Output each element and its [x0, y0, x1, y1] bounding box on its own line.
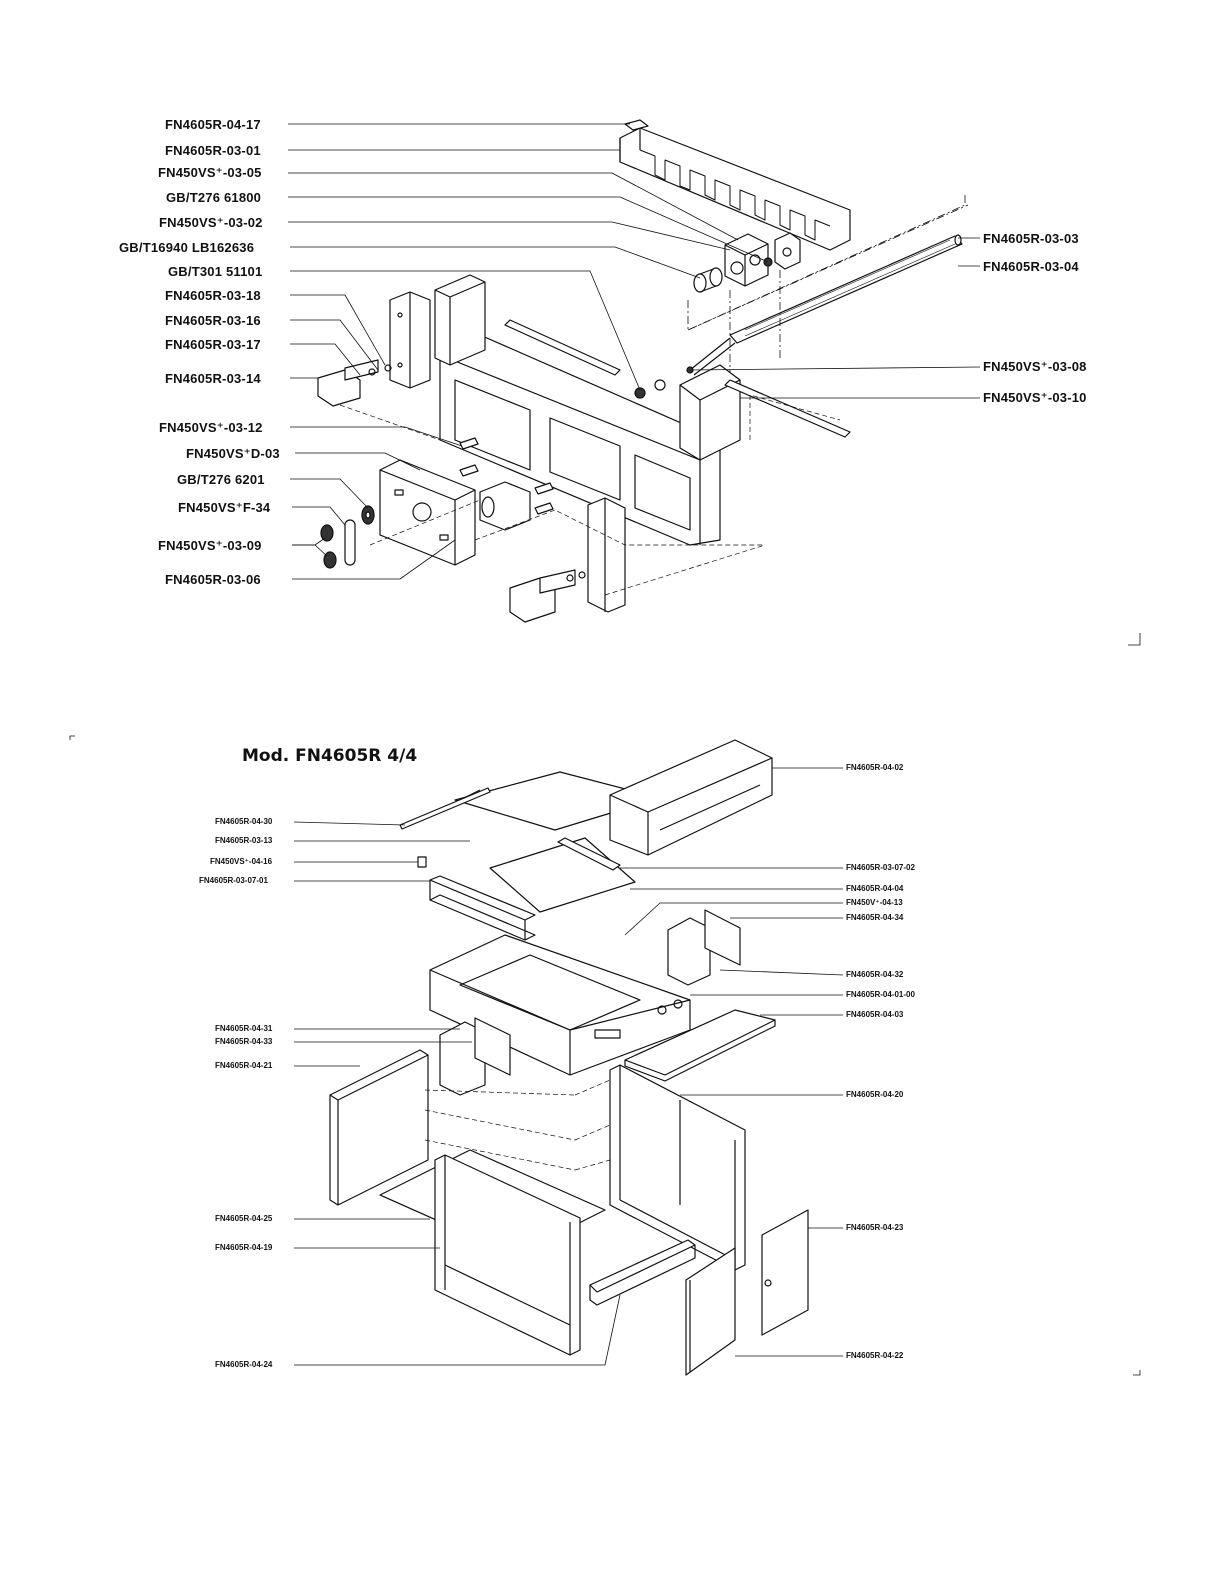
- part-label: FN4605R-03-04: [983, 259, 1079, 274]
- guide-rail-top: [504, 319, 851, 438]
- part-label: FN4605R-03-13: [215, 836, 273, 845]
- bracket-31: [439, 1017, 511, 1096]
- part-label: FN4605R-04-22: [846, 1351, 904, 1360]
- part-label: FN450V⁺-04-13: [846, 898, 903, 907]
- top-panel: [399, 771, 661, 831]
- carrier-frame: [434, 274, 741, 546]
- part-label: GB/T301 51101: [168, 264, 263, 279]
- part-label: FN4605R-04-19: [215, 1243, 273, 1252]
- pins: [459, 437, 554, 515]
- end-plate-right: [587, 497, 626, 613]
- part-label: FN4605R-04-31: [215, 1024, 273, 1033]
- clamp-bracket-bottom: [509, 569, 586, 623]
- comb-rail: [619, 119, 851, 251]
- part-label: FN4605R-04-33: [215, 1037, 273, 1046]
- cross-beam: [589, 1239, 696, 1306]
- part-label: FN450VS⁺F-34: [178, 500, 271, 515]
- part-label: FN450VS⁺-03-10: [983, 390, 1087, 405]
- clamp-bracket-top: [317, 359, 392, 407]
- part-label: GB/T276 61800: [166, 190, 262, 205]
- part-label: FN4605R-04-21: [215, 1061, 273, 1070]
- part-label: FN4605R-04-32: [846, 970, 904, 979]
- part-label: FN4605R-03-07-01: [199, 876, 268, 885]
- part-label: GB/T276 6201: [177, 472, 265, 487]
- left-frame: [329, 1049, 429, 1206]
- part-label: FN450VS⁺-03-08: [983, 359, 1087, 374]
- part-label: FN450VS⁺D-03: [186, 446, 280, 461]
- side-shelf: [624, 1009, 776, 1082]
- door-22: [685, 1247, 736, 1376]
- pulleys: [320, 524, 337, 569]
- bracket-34: [667, 909, 741, 986]
- coupling: [693, 267, 723, 293]
- motor: [479, 481, 531, 531]
- part-label: FN4605R-04-17: [165, 117, 261, 132]
- part-label: FN450VS⁺-03-09: [158, 538, 262, 553]
- part-label: FN450VS⁺-03-02: [159, 215, 263, 230]
- middle-plate: [489, 837, 636, 913]
- bearing-block: [724, 232, 801, 287]
- motor-plate: [379, 459, 476, 566]
- part-label: FN4605R-04-01-00: [846, 990, 915, 999]
- part-label: FN4605R-04-04: [846, 884, 904, 893]
- part-label: FN4605R-03-01: [165, 143, 261, 158]
- part-label: FN4605R-03-14: [165, 371, 261, 386]
- door-23: [761, 1209, 809, 1336]
- part-label: FN4605R-03-06: [165, 572, 261, 587]
- part-label: FN4605R-04-25: [215, 1214, 273, 1223]
- lead-screw: [689, 234, 963, 376]
- top-cover: [609, 739, 773, 856]
- part-label: FN4605R-04-24: [215, 1360, 273, 1369]
- front-frame: [434, 1154, 581, 1356]
- part-label: FN4605R-04-23: [846, 1223, 904, 1232]
- part-label: FN4605R-04-30: [215, 817, 273, 826]
- part-label: FN450VS⁺-04-16: [210, 857, 273, 866]
- part-label: FN4605R-04-20: [846, 1090, 904, 1099]
- part-label: FN4605R-04-34: [846, 913, 904, 922]
- part-label: FN450VS⁺-03-12: [159, 420, 263, 435]
- part-label: FN450VS⁺-03-05: [158, 165, 262, 180]
- sheet-title: Mod. FN4605R 4/4: [242, 746, 418, 766]
- belt: [344, 519, 356, 566]
- bearing-6201: [361, 505, 375, 525]
- part-label: FN4605R-03-18: [165, 288, 261, 303]
- part-label: FN4605R-03-17: [165, 337, 261, 352]
- part-label: FN4605R-03-16: [165, 313, 261, 328]
- part-label: FN4605R-04-03: [846, 1010, 904, 1019]
- part-label: GB/T16940 LB162636: [119, 240, 255, 255]
- side-rail: [417, 856, 536, 941]
- right-frame: [609, 1064, 746, 1271]
- part-label: FN4605R-04-02: [846, 763, 904, 772]
- part-label: FN4605R-03-07-02: [846, 863, 915, 872]
- part-label: FN4605R-03-03: [983, 231, 1079, 246]
- end-plate-left: [389, 291, 431, 389]
